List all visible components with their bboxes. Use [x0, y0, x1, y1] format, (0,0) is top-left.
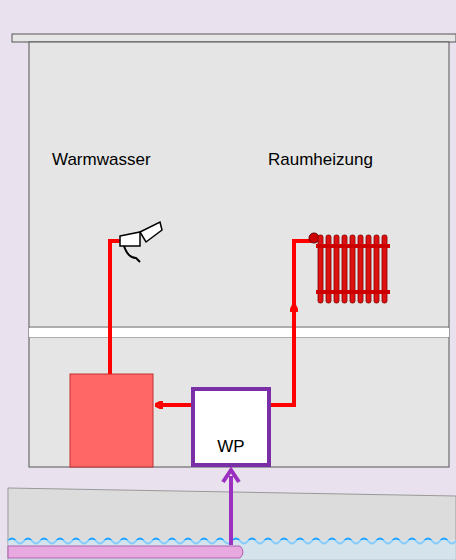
flow-arrow: [292, 308, 296, 330]
node-text: WP: [195, 437, 267, 457]
heat-pump-box: WP: [191, 387, 271, 467]
house-wall: [29, 42, 449, 467]
floor-line: [29, 327, 449, 328]
hot-water-pipe: [110, 241, 123, 374]
heating-pipe: [271, 241, 312, 405]
room-label: Warmwasser: [52, 150, 151, 170]
source-pipe: [8, 546, 243, 558]
faucet: [120, 222, 162, 262]
floor: [29, 328, 449, 337]
charge-pipe: [159, 403, 191, 407]
radiator: [309, 233, 390, 303]
source-line: [229, 476, 233, 545]
source-arrowhead: [223, 470, 239, 482]
hot-water-tank: [70, 374, 153, 467]
roof: [12, 34, 456, 42]
room-label: Raumheizung: [268, 150, 373, 170]
